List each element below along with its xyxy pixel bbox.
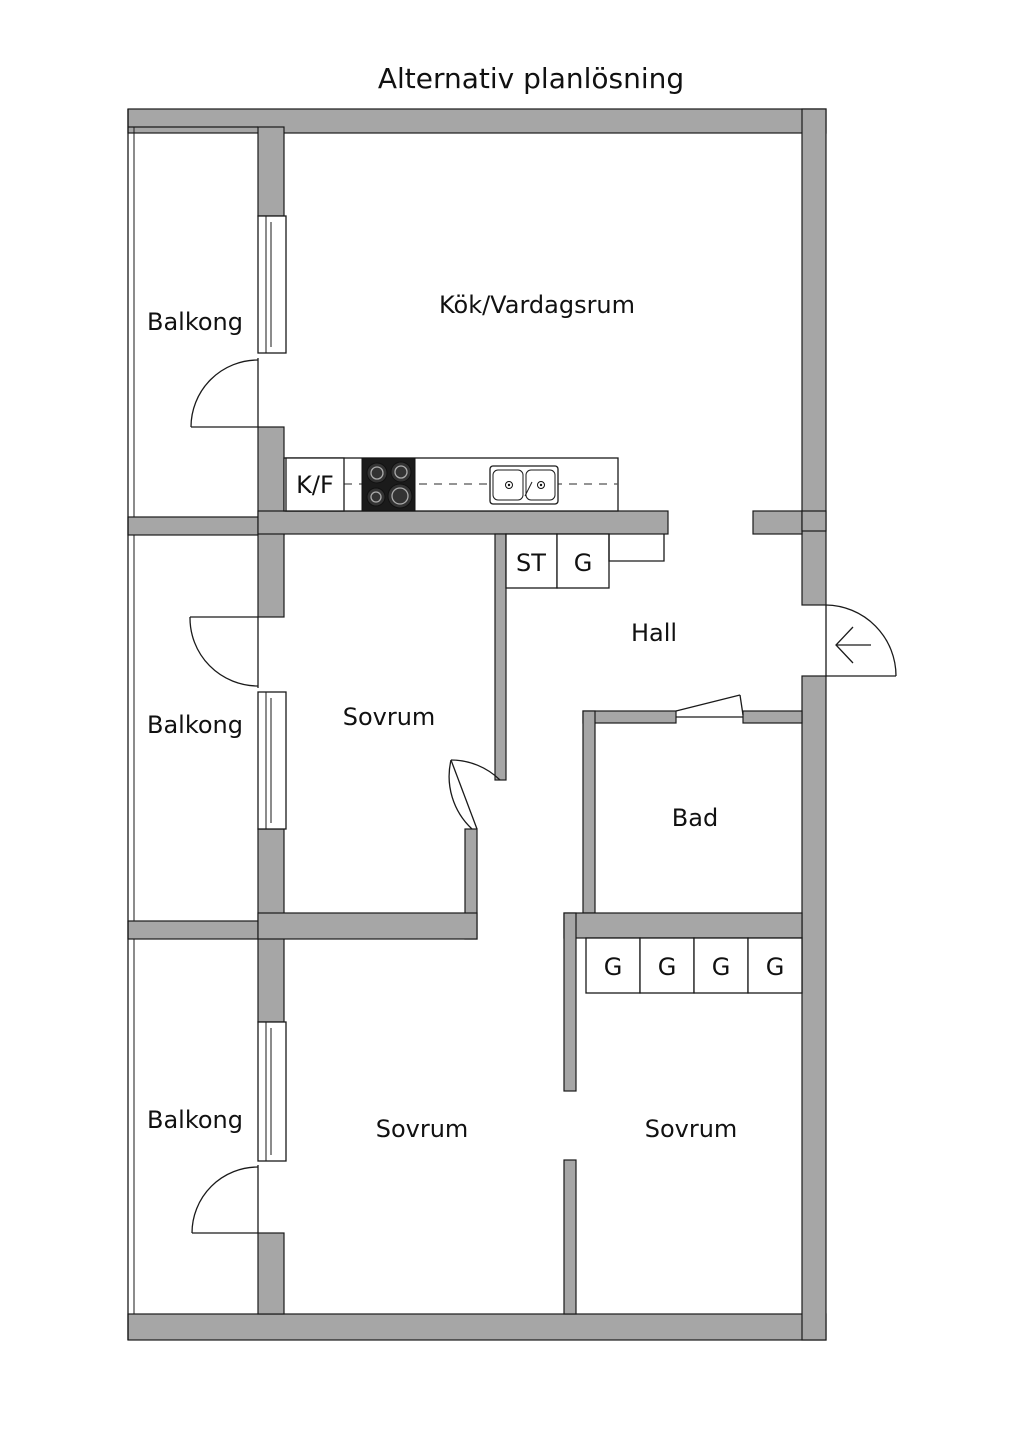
sink-icon [489,465,559,505]
bedroom-east-wall-upper [494,533,507,781]
windows [257,215,287,1162]
stove-icon [361,457,416,512]
west-wall-4 [257,1232,285,1315]
bath-south-wall [563,912,803,939]
kitchen-counter: K/F [283,457,619,512]
fridge-freezer [285,457,345,512]
entrance-jamb-upper [801,510,827,532]
wardrobe-hall-label: G [574,549,593,577]
door-bedroom-middle [448,759,501,830]
room-label-balcony-top: Balkong [147,308,243,336]
bedroom-south-wall [257,912,478,940]
outer-wall-right-lower [801,675,827,1341]
window-bedroom-bottom [257,1021,287,1162]
st-cabinet [505,533,558,589]
door-bath [675,694,744,718]
wardrobe-2-label: G [658,953,677,981]
room-labels: Kök/Vardagsrum Balkong Balkong Balkong S… [147,291,737,1143]
outer-wall-top [127,108,827,134]
west-wall-1 [257,126,285,217]
room-label-bedroom-bottom-right: Sovrum [645,1115,738,1143]
balcony-railings [127,109,258,1340]
bath-west-wall [582,710,596,914]
walls [127,108,827,1341]
wardrobe-hall [556,533,610,589]
door-bottom-bedroom-balcony [191,1165,259,1234]
door-entrance [825,604,897,677]
plan-title: Alternativ planlösning [378,62,684,95]
door-kitchen-balcony [190,358,259,428]
hall-stub-right [752,510,803,535]
outer-wall-bottom [127,1313,827,1341]
wardrobe-row: G G G G [585,937,803,994]
kitchen-south-wall [257,510,669,535]
hall-storage: ST G [505,533,665,589]
wardrobe-3 [693,937,749,994]
wardrobe-4 [747,937,803,994]
room-label-hall: Hall [631,619,677,647]
bath-north-wall-left [582,710,677,724]
window-kitchen [257,215,287,354]
bath-north-wall-right [742,710,803,724]
arrow-left-icon [835,626,871,664]
wardrobe-1-label: G [604,953,623,981]
bedroom-divider-upper [563,912,577,1092]
st-label: ST [516,549,546,577]
room-label-kitchen-living: Kök/Vardagsrum [439,291,635,319]
fridge-freezer-label: K/F [296,471,334,499]
doors [189,358,897,1234]
bedroom-divider-lower [563,1159,577,1315]
wardrobe-4-label: G [766,953,785,981]
room-label-balcony-middle: Balkong [147,711,243,739]
wardrobe-2 [639,937,695,994]
room-label-bedroom-bottom-left: Sovrum [376,1115,469,1143]
wardrobe-3-label: G [712,953,731,981]
hall-shelf [608,534,665,562]
wardrobe-1 [585,937,641,994]
window-bedroom-middle [257,691,287,830]
door-bedroom-balcony [189,616,259,688]
room-label-balcony-bottom: Balkong [147,1106,243,1134]
room-label-bath: Bad [672,804,718,832]
room-label-bedroom-middle: Sovrum [343,703,436,731]
